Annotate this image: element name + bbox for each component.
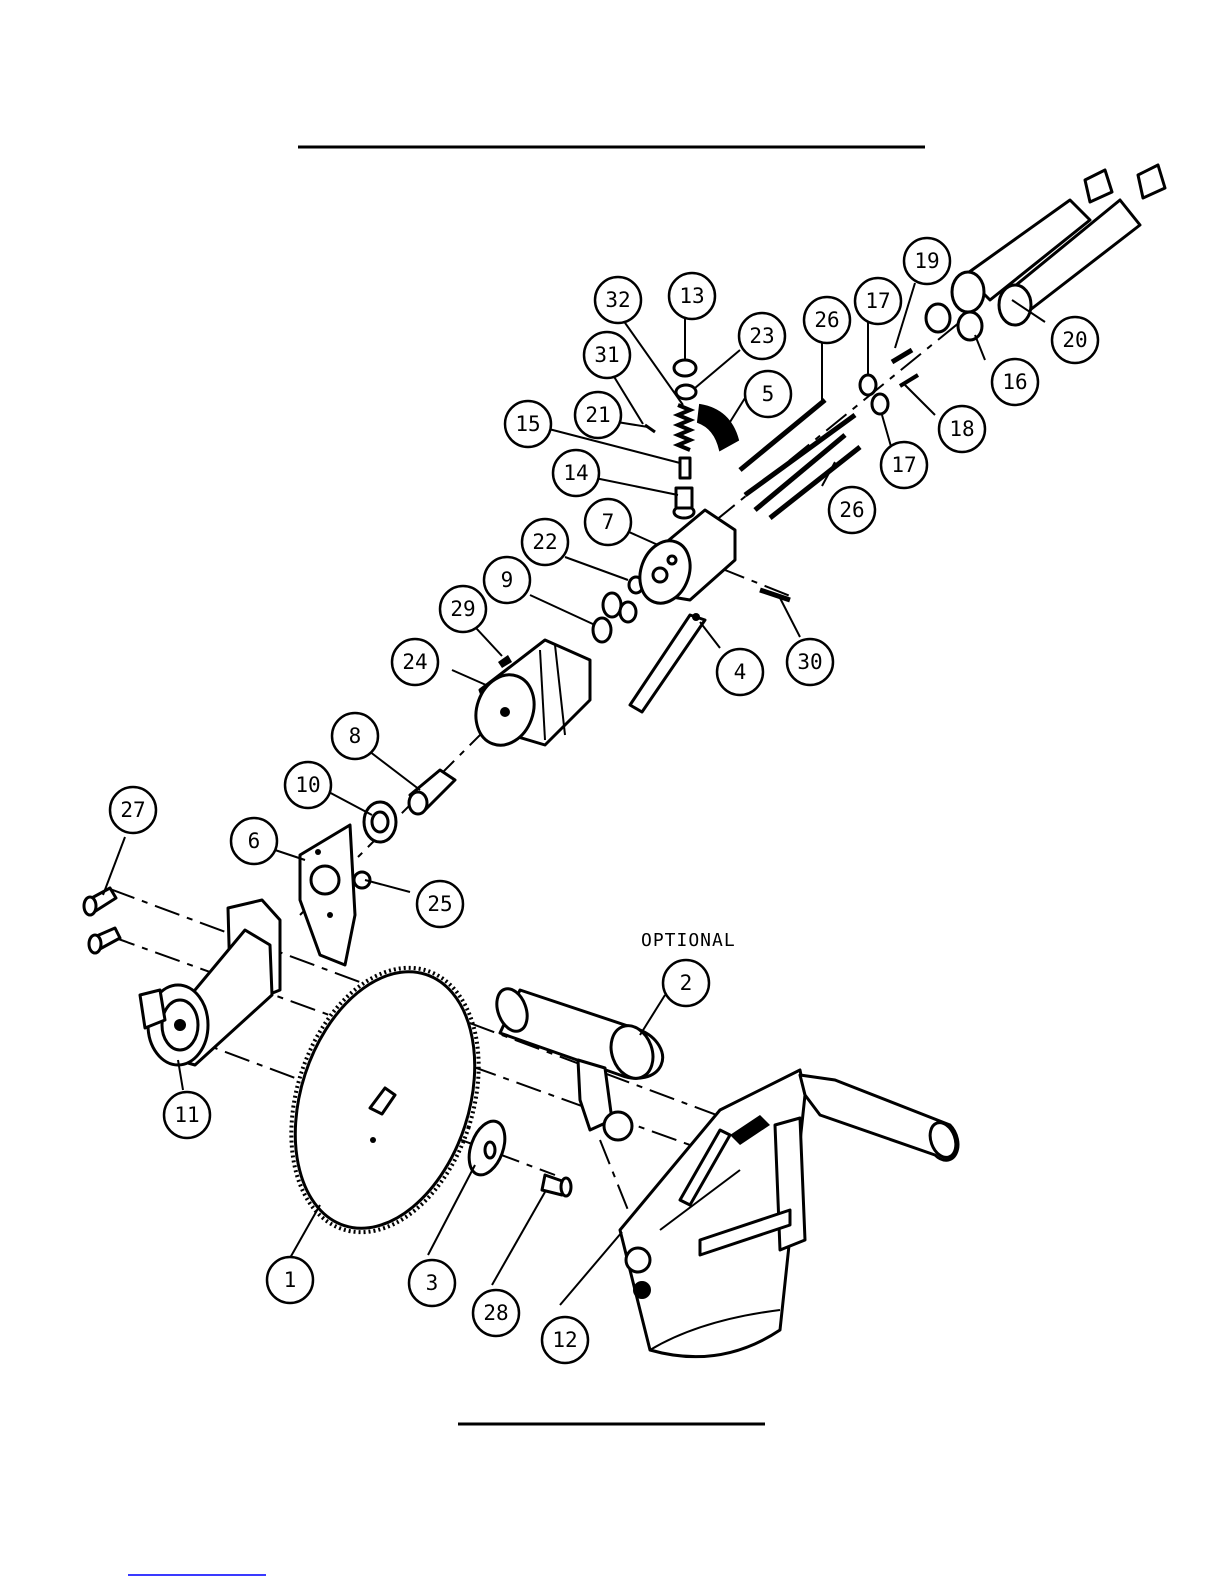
part-optional-handle — [491, 985, 662, 1140]
part-spring — [678, 405, 690, 450]
svg-text:32: 32 — [605, 288, 630, 312]
callout-7: 7 — [585, 499, 631, 545]
part-shaft — [409, 770, 455, 814]
svg-text:26: 26 — [839, 498, 864, 522]
callout-27: 27 — [110, 787, 156, 833]
svg-text:25: 25 — [427, 892, 452, 916]
optional-note: OPTIONAL — [641, 930, 736, 951]
callout-15: 15 — [505, 401, 551, 447]
part-trigger-lever — [630, 613, 705, 712]
part-arm-housing — [140, 900, 280, 1065]
callout-32: 32 — [595, 277, 641, 323]
svg-text:18: 18 — [949, 417, 974, 441]
svg-text:16: 16 — [1002, 370, 1027, 394]
svg-text:6: 6 — [248, 829, 261, 853]
callout-9: 9 — [484, 557, 530, 603]
callout-2: 2 — [663, 960, 709, 1006]
callout-17-bottom: 17 — [881, 442, 927, 488]
svg-text:23: 23 — [749, 324, 774, 348]
svg-text:9: 9 — [501, 568, 514, 592]
callout-11: 11 — [164, 1092, 210, 1138]
callout-14: 14 — [553, 450, 599, 496]
svg-text:29: 29 — [450, 597, 475, 621]
svg-text:11: 11 — [174, 1103, 199, 1127]
svg-text:22: 22 — [532, 530, 557, 554]
svg-text:19: 19 — [914, 249, 939, 273]
part-mounting-plate — [300, 825, 355, 965]
svg-text:20: 20 — [1062, 328, 1087, 352]
svg-text:21: 21 — [585, 403, 610, 427]
svg-text:15: 15 — [515, 412, 540, 436]
part-coupling — [364, 802, 396, 842]
part-motor — [466, 640, 590, 753]
footer-link-underline[interactable] — [128, 1574, 266, 1576]
callout-21: 21 — [575, 392, 621, 438]
svg-text:17: 17 — [865, 289, 890, 313]
callout-19: 19 — [904, 238, 950, 284]
callout-31: 31 — [584, 332, 630, 378]
callout-26-bottom: 26 — [829, 487, 875, 533]
callout-16: 16 — [992, 359, 1038, 405]
callout-10: 10 — [285, 762, 331, 808]
svg-text:14: 14 — [563, 461, 588, 485]
callout-3: 3 — [409, 1260, 455, 1306]
callout-1: 1 — [267, 1257, 313, 1303]
callout-8: 8 — [332, 713, 378, 759]
callout-30: 30 — [787, 639, 833, 685]
part-gear-set — [593, 577, 643, 642]
callout-24: 24 — [392, 639, 438, 685]
callout-17-top: 17 — [855, 278, 901, 324]
svg-text:10: 10 — [295, 773, 320, 797]
callout-13: 13 — [669, 273, 715, 319]
leader-lines — [103, 283, 1045, 1305]
svg-text:3: 3 — [426, 1271, 439, 1295]
svg-text:12: 12 — [552, 1328, 577, 1352]
callout-18: 18 — [939, 406, 985, 452]
svg-text:17: 17 — [891, 453, 916, 477]
part-saw-blade — [259, 943, 510, 1256]
part-guard-5 — [698, 405, 738, 450]
svg-text:2: 2 — [680, 971, 693, 995]
svg-text:5: 5 — [762, 382, 775, 406]
svg-text:24: 24 — [402, 650, 427, 674]
svg-text:7: 7 — [602, 510, 615, 534]
callout-22: 22 — [522, 519, 568, 565]
callout-25: 25 — [417, 881, 463, 927]
callout-28: 28 — [473, 1290, 519, 1336]
svg-text:1: 1 — [284, 1268, 297, 1292]
callout-29: 29 — [440, 586, 486, 632]
svg-text:30: 30 — [797, 650, 822, 674]
svg-text:28: 28 — [483, 1301, 508, 1325]
callout-balloons: 1 2 3 4 5 6 7 8 9 10 11 12 13 14 15 16 1… — [110, 238, 1098, 1363]
part-cap — [674, 360, 696, 399]
part-valve-body — [632, 510, 735, 610]
svg-text:26: 26 — [814, 308, 839, 332]
part-screw-28 — [542, 1175, 571, 1196]
part-blade-guard — [620, 1070, 960, 1357]
callout-5: 5 — [745, 371, 791, 417]
part-bolts-27 — [84, 888, 120, 953]
callout-12: 12 — [542, 1317, 588, 1363]
part-valve-stem — [674, 458, 694, 518]
svg-text:8: 8 — [349, 724, 362, 748]
callout-6: 6 — [231, 818, 277, 864]
callout-20: 20 — [1052, 317, 1098, 363]
part-hoses — [952, 165, 1165, 325]
svg-text:27: 27 — [120, 798, 145, 822]
part-washer — [462, 1116, 511, 1180]
svg-text:4: 4 — [734, 660, 747, 684]
callout-26-top: 26 — [804, 297, 850, 343]
callout-23: 23 — [739, 313, 785, 359]
svg-text:13: 13 — [679, 284, 704, 308]
callout-4: 4 — [717, 649, 763, 695]
svg-text:31: 31 — [594, 343, 619, 367]
